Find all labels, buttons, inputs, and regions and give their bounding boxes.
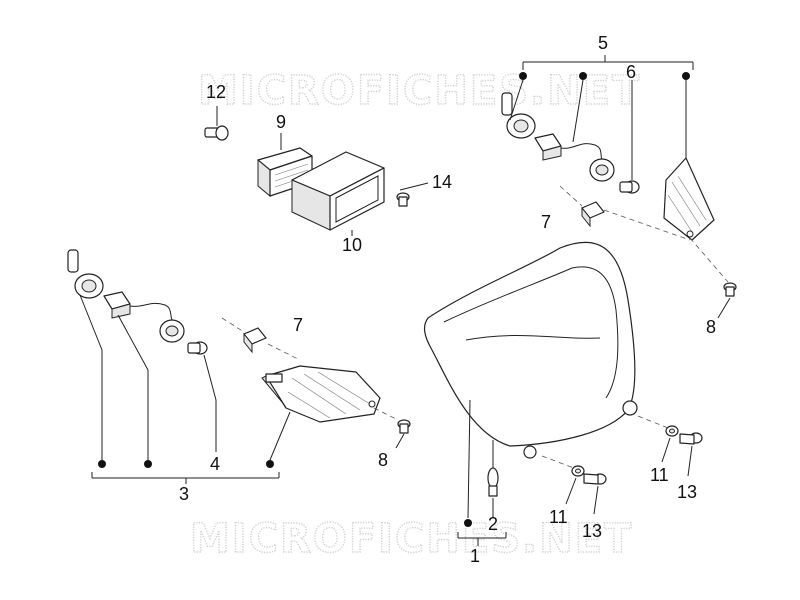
part-8-screw-right <box>717 282 737 319</box>
callout-9: 9 <box>276 112 286 132</box>
callout-11-right: 11 <box>650 465 669 485</box>
part-10-housing <box>291 151 385 236</box>
callout-13-lower: 13 <box>582 521 602 541</box>
part-9-lens <box>257 133 313 198</box>
callout-8-right: 8 <box>706 317 716 337</box>
part-3-group <box>67 249 291 484</box>
callout-5: 5 <box>598 33 608 53</box>
callout-7-left: 7 <box>293 315 303 335</box>
part-5-group <box>501 55 729 283</box>
callout-12: 12 <box>206 82 226 102</box>
part-11-13-lower <box>541 455 607 515</box>
part-8-screw-left <box>395 419 411 449</box>
part-7-clip-right <box>559 185 691 241</box>
callout-7-right: 7 <box>541 212 551 232</box>
callout-2: 2 <box>488 514 498 534</box>
callout-4: 4 <box>210 454 220 474</box>
part-7-clip-left <box>221 317 301 361</box>
callout-14: 14 <box>432 172 452 192</box>
callout-3: 3 <box>179 484 189 504</box>
watermark-top: MICROFICHES.NET <box>198 68 641 114</box>
callout-6: 6 <box>626 62 636 82</box>
part-12-bulb <box>204 106 229 141</box>
callout-8-left: 8 <box>378 450 388 470</box>
callout-1: 1 <box>470 546 480 566</box>
callout-13-right: 13 <box>677 482 697 502</box>
part-1-tail-light <box>423 241 638 546</box>
part-11-13-right <box>637 415 703 477</box>
part-left-lens <box>261 365 399 423</box>
callout-11-lower: 11 <box>549 507 568 527</box>
watermark-bottom: MICROFICHES.NET <box>190 516 633 562</box>
callout-10: 10 <box>342 235 362 255</box>
part-14-screw <box>396 182 429 207</box>
